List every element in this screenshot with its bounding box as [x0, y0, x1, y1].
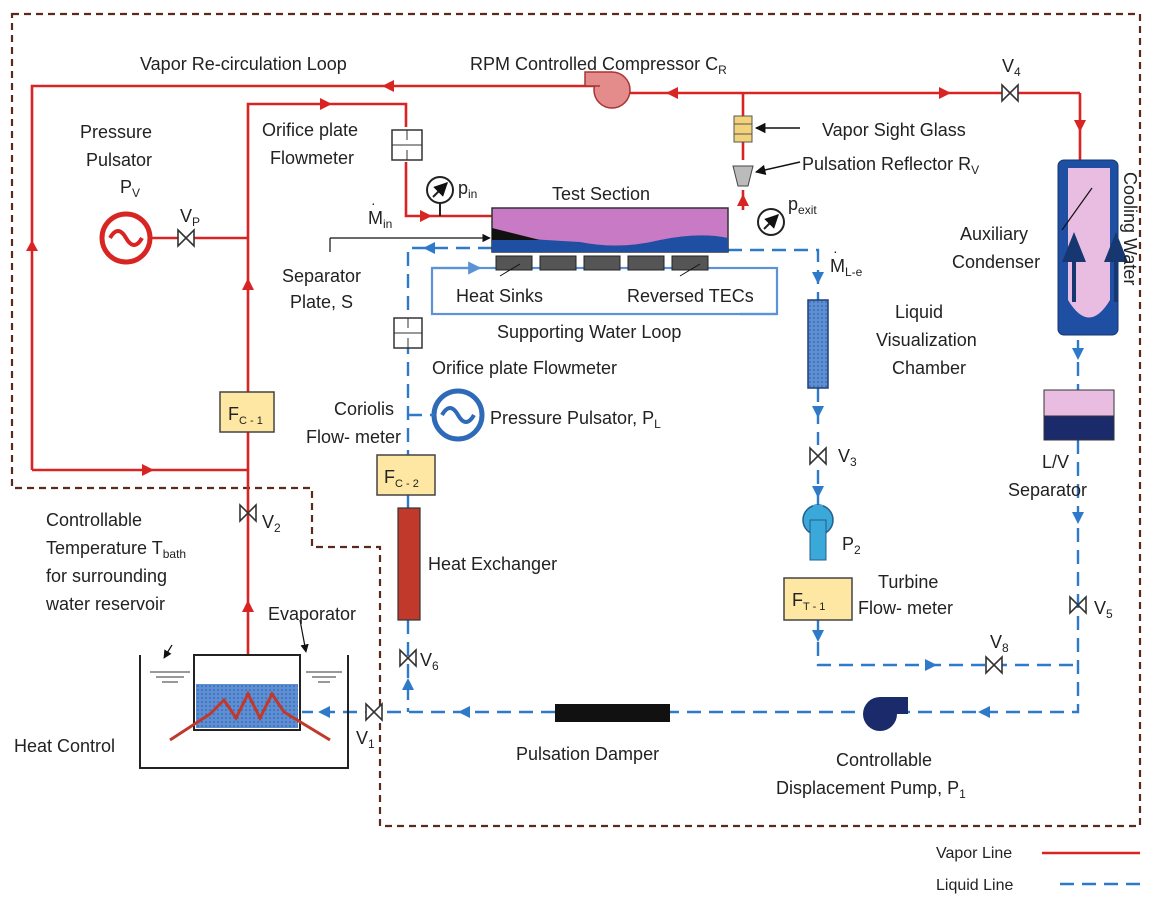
- displacement-pump-p1: [863, 697, 908, 731]
- test-section: [491, 207, 729, 271]
- label-compressor: RPM Controlled Compressor CR: [470, 54, 727, 77]
- label-p2: P2: [842, 534, 861, 557]
- label-m-in: Min: [368, 208, 392, 231]
- pressure-pulsator-l: [408, 388, 485, 442]
- pump-p2: [802, 504, 834, 561]
- flowmeter-fc1: [219, 391, 275, 433]
- label-lv-sep-1: L/V: [1042, 452, 1069, 472]
- label-m-le: ML-e: [830, 256, 863, 279]
- label-separator-plate-1: Separator: [282, 266, 361, 286]
- lv-separator: [1043, 389, 1115, 441]
- flowmeter-ft1: [783, 577, 853, 621]
- liquid-lines: [302, 242, 1084, 718]
- label-coriolis-1: Coriolis: [334, 399, 394, 419]
- vapor-sight-glass: [733, 115, 753, 143]
- label-orifice-bottom: Orifice plate Flowmeter: [432, 358, 617, 378]
- label-controllable-temp-4: water reservoir: [45, 594, 165, 614]
- label-liquid-vis-3: Chamber: [892, 358, 966, 378]
- label-fc1: FC - 1: [228, 404, 263, 427]
- heat-exchanger: [397, 507, 421, 621]
- system-boundary: [10, 12, 1142, 828]
- label-coriolis-2: Flow- meter: [306, 427, 401, 447]
- label-orifice-top-1: Orifice plate: [262, 120, 358, 140]
- label-pressure-pulsator-v-1: Pressure: [80, 122, 152, 142]
- label-controllable-temp-3: for surrounding: [46, 566, 167, 586]
- label-vp: VP: [180, 206, 200, 229]
- label-disp-pump-2: Displacement Pump, P1: [776, 778, 966, 801]
- label-heat-exchanger: Heat Exchanger: [428, 554, 557, 574]
- label-orifice-top-2: Flowmeter: [270, 148, 354, 168]
- pointer-lines: [163, 122, 1093, 659]
- label-p-exit: pexit: [788, 194, 817, 217]
- label-v8: V8: [990, 632, 1009, 655]
- label-turbine-1: Turbine: [878, 572, 938, 592]
- label-heat-control: Heat Control: [14, 736, 115, 756]
- label-v5: V5: [1094, 598, 1113, 621]
- legend-vapor-label: Vapor Line: [936, 845, 1012, 862]
- label-pulsation-reflector: Pulsation Reflector RV: [802, 154, 979, 177]
- valves: [177, 83, 1087, 722]
- label-reversed-tecs: Reversed TECs: [627, 286, 754, 306]
- pulsation-damper: [555, 704, 670, 722]
- label-liquid-vis-1: Liquid: [895, 302, 943, 322]
- auxiliary-condenser: [1057, 159, 1128, 336]
- label-controllable-temp-1: Controllable: [46, 510, 142, 530]
- compressor-cr: [584, 71, 631, 109]
- orifice-flowmeters: [391, 129, 423, 349]
- pressure-gauges: [426, 176, 785, 236]
- label-v3: V3: [838, 446, 857, 469]
- label-aux-condenser-2: Condenser: [952, 252, 1040, 272]
- labels: Vapor Re-circulation Loop RPM Controlled…: [14, 54, 1140, 894]
- pulsation-reflector: [732, 165, 754, 187]
- evaporator-bath: [139, 654, 349, 769]
- label-ft1: FT - 1: [792, 590, 825, 613]
- label-v1: V1: [356, 728, 375, 751]
- label-fc2: FC - 2: [384, 467, 419, 490]
- label-v2: V2: [262, 512, 281, 535]
- label-pressure-pulsator-l: Pressure Pulsator, PL: [490, 408, 661, 431]
- label-cooling-water: Cooling Water: [1120, 172, 1140, 285]
- svg-text:·: ·: [833, 243, 838, 259]
- flowmeter-fc2: [376, 454, 436, 496]
- legend-liquid-label: Liquid Line: [936, 877, 1014, 894]
- label-separator-plate-2: Plate, S: [290, 292, 353, 312]
- label-v6: V6: [420, 650, 439, 673]
- label-v4: V4: [1002, 56, 1021, 79]
- pressure-pulsator-v: [99, 211, 153, 265]
- label-disp-pump-1: Controllable: [836, 750, 932, 770]
- label-evaporator: Evaporator: [268, 604, 356, 624]
- label-heat-sinks: Heat Sinks: [456, 286, 543, 306]
- liquid-visualization-chamber: [807, 299, 829, 389]
- label-vapor-sight-glass: Vapor Sight Glass: [822, 120, 966, 140]
- label-turbine-2: Flow- meter: [858, 598, 953, 618]
- label-vapor-loop: Vapor Re-circulation Loop: [140, 54, 347, 74]
- label-supporting-water-loop: Supporting Water Loop: [497, 322, 681, 342]
- label-aux-condenser-1: Auxiliary: [960, 224, 1028, 244]
- label-pressure-pulsator-v-3: PV: [120, 177, 140, 200]
- label-controllable-temp-2: Temperature Tbath: [46, 538, 186, 561]
- label-pulsation-damper: Pulsation Damper: [516, 744, 659, 764]
- svg-text:·: ·: [371, 195, 376, 211]
- label-p-in: pin: [458, 178, 477, 201]
- label-lv-sep-2: Separator: [1008, 480, 1087, 500]
- label-test-section: Test Section: [552, 184, 650, 204]
- vapor-lines: [26, 80, 1086, 655]
- label-liquid-vis-2: Visualization: [876, 330, 977, 350]
- label-pressure-pulsator-v-2: Pulsator: [86, 150, 152, 170]
